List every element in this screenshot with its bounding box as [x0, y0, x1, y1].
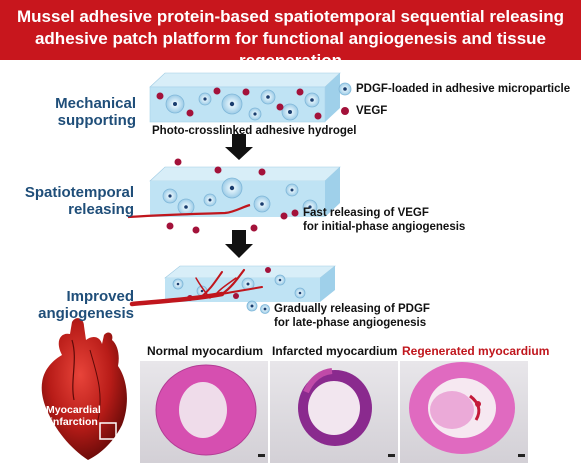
annot-pdgf-line-2: for late-phase angiogenesis: [274, 317, 427, 329]
annot-vegf-marker: [291, 209, 299, 217]
heart-label-line-2: infarction: [50, 416, 98, 428]
title-banner: Mussel adhesive protein-based spatiotemp…: [0, 0, 581, 70]
stage-label-mechanical: Mechanical supporting: [40, 95, 136, 129]
panel-title-normal: Normal myocardium: [147, 344, 264, 358]
stage-1-line-2: supporting: [57, 112, 136, 129]
title-line-2: adhesive patch platform for functional a…: [34, 29, 547, 70]
stage-2-line-2: releasing: [68, 201, 134, 218]
vegf-particles-2: [166, 158, 288, 234]
stage-3-line-1: Improved: [66, 288, 134, 305]
tissue-regenerated: [409, 362, 515, 454]
stage-label-improved: Improved angiogenesis: [30, 288, 134, 322]
blood-vessels-3: [129, 268, 263, 307]
stage-1-line-1: Mechanical: [55, 95, 136, 112]
stage-2-line-1: Spatiotemporal: [24, 184, 134, 201]
stage-3-line-2: angiogenesis: [38, 305, 134, 322]
tissue-infarcted: [298, 368, 372, 446]
annot-vegf: Fast releasing of VEGF for initial-phase…: [303, 206, 465, 234]
annot-pdgf-line-1: Gradually releasing of PDGF: [274, 303, 430, 315]
infarct-box: [99, 422, 117, 440]
stage-label-spatiotemporal: Spatiotemporal releasing: [20, 184, 134, 218]
legend-vegf-label: VEGF: [356, 105, 388, 117]
down-arrow-1: [225, 134, 253, 160]
legend-pdgf-label: PDGF-loaded in adhesive microparticle: [356, 83, 571, 95]
hydrogel-label: Photo-crosslinked adhesive hydrogel: [152, 125, 357, 137]
annot-vegf-line-1: Fast releasing of VEGF: [303, 207, 429, 219]
panel-title-infarcted: Infarcted myocardium: [272, 344, 398, 358]
heart-label-line-1: Myocardial: [46, 404, 101, 416]
blood-vessel-2: [127, 203, 251, 219]
heart-label: Myocardial infarction: [46, 404, 101, 428]
legend-vegf-symbol: [341, 107, 349, 115]
title-line-1: Mussel adhesive protein-based spatiotemp…: [17, 7, 564, 26]
heart-illustration: [41, 318, 127, 460]
down-arrow-2: [225, 230, 253, 258]
annot-pdgf-marker: [260, 304, 270, 314]
vegf-particles-1: [156, 87, 322, 120]
annot-pdgf: Gradually releasing of PDGF for late-pha…: [274, 302, 430, 330]
panel-title-regenerated: Regenerated myocardium: [402, 344, 550, 358]
annot-vegf-line-2: for initial-phase angiogenesis: [303, 221, 466, 233]
legend-pdgf-symbol: [338, 82, 352, 96]
tissue-normal: [155, 364, 257, 456]
